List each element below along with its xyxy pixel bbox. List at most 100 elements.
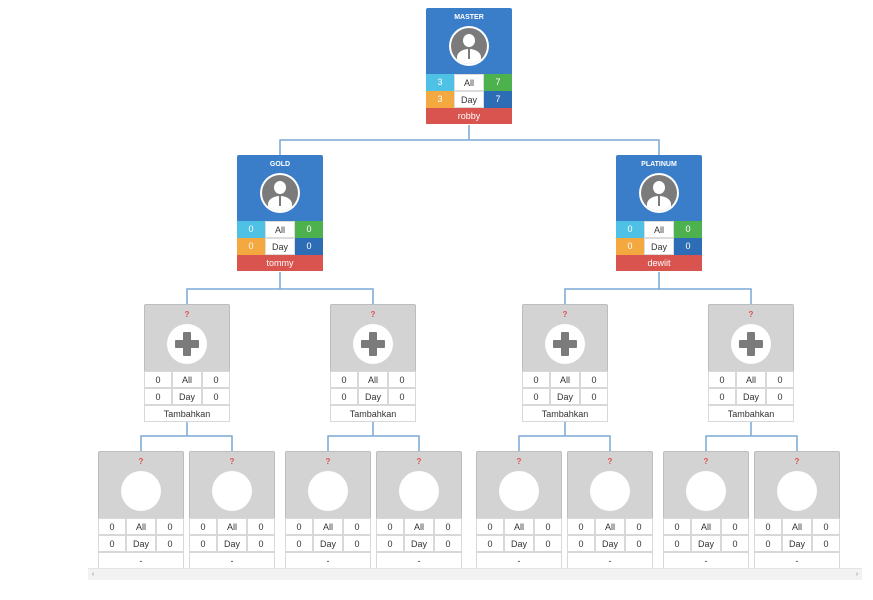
left-all-count: 0 [522, 371, 550, 388]
day-stats-row: 0 Day 0 [476, 535, 562, 552]
day-label: Day [404, 535, 434, 552]
empty-avatar-icon [777, 471, 817, 511]
empty-member-slot: ? 0 All 0 0 Day 0 - [567, 451, 653, 569]
add-member-slot[interactable]: ? 0 All 0 0 Day 0 Tambahkan [522, 304, 608, 422]
right-day-count: 0 [343, 535, 371, 552]
all-stats-row: 3 All 7 [426, 74, 512, 91]
right-all-count: 0 [247, 518, 275, 535]
right-all-count: 0 [434, 518, 462, 535]
user-avatar-icon [639, 173, 679, 213]
node-header: ? [330, 304, 416, 371]
right-all-count: 0 [295, 221, 323, 238]
left-all-count: 0 [376, 518, 404, 535]
left-all-count: 0 [708, 371, 736, 388]
left-all-count: 0 [567, 518, 595, 535]
empty-avatar-icon [399, 471, 439, 511]
add-member-slot[interactable]: ? 0 All 0 0 Day 0 Tambahkan [708, 304, 794, 422]
tree-node-right[interactable]: PLATINUM 0 All 0 0 Day 0 dewiit [616, 155, 702, 271]
day-label: Day [454, 91, 484, 108]
left-day-count: 0 [476, 535, 504, 552]
add-member-link[interactable]: Tambahkan [330, 405, 416, 422]
right-all-count: 0 [534, 518, 562, 535]
all-label: All [126, 518, 156, 535]
member-name[interactable]: robby [426, 108, 512, 124]
all-label: All [265, 221, 295, 238]
member-name-placeholder: - [476, 552, 562, 569]
day-stats-row: 0 Day 0 [616, 238, 702, 255]
day-stats-row: 0 Day 0 [567, 535, 653, 552]
node-header: ? [708, 304, 794, 371]
day-label: Day [736, 388, 766, 405]
member-name-placeholder: - [189, 552, 275, 569]
member-name-placeholder: - [285, 552, 371, 569]
right-day-count: 0 [295, 238, 323, 255]
right-day-count: 0 [625, 535, 653, 552]
empty-member-slot: ? 0 All 0 0 Day 0 - [189, 451, 275, 569]
empty-member-slot: ? 0 All 0 0 Day 0 - [663, 451, 749, 569]
node-header: GOLD [237, 155, 323, 221]
empty-slot-mark: ? [703, 457, 709, 466]
add-member-link[interactable]: Tambahkan [522, 405, 608, 422]
day-label: Day [313, 535, 343, 552]
empty-avatar-icon [686, 471, 726, 511]
empty-slot-mark: ? [370, 310, 376, 319]
day-stats-row: 0 Day 0 [189, 535, 275, 552]
all-stats-row: 0 All 0 [285, 518, 371, 535]
left-day-count: 0 [616, 238, 644, 255]
right-all-count: 7 [484, 74, 512, 91]
user-avatar-icon [260, 173, 300, 213]
left-day-count: 0 [237, 238, 265, 255]
empty-avatar-icon [212, 471, 252, 511]
empty-slot-mark: ? [325, 457, 331, 466]
right-all-count: 0 [202, 371, 230, 388]
add-member-link[interactable]: Tambahkan [708, 405, 794, 422]
day-stats-row: 0 Day 0 [708, 388, 794, 405]
empty-slot-mark: ? [562, 310, 568, 319]
tree-node-root[interactable]: MASTER 3 All 7 3 Day 7 robby [426, 8, 512, 124]
all-stats-row: 0 All 0 [616, 221, 702, 238]
node-tier-label: GOLD [269, 161, 291, 168]
right-day-count: 0 [388, 388, 416, 405]
left-all-count: 0 [285, 518, 313, 535]
day-stats-row: 3 Day 7 [426, 91, 512, 108]
add-plus-icon[interactable] [545, 324, 585, 364]
right-day-count: 0 [156, 535, 184, 552]
left-all-count: 3 [426, 74, 454, 91]
member-name[interactable]: dewiit [616, 255, 702, 271]
right-all-count: 0 [156, 518, 184, 535]
node-header: ? [754, 451, 840, 518]
all-stats-row: 0 All 0 [189, 518, 275, 535]
member-name-placeholder: - [567, 552, 653, 569]
add-member-slot[interactable]: ? 0 All 0 0 Day 0 Tambahkan [144, 304, 230, 422]
day-label: Day [550, 388, 580, 405]
left-day-count: 3 [426, 91, 454, 108]
day-stats-row: 0 Day 0 [376, 535, 462, 552]
add-member-slot[interactable]: ? 0 All 0 0 Day 0 Tambahkan [330, 304, 416, 422]
left-day-count: 0 [285, 535, 313, 552]
add-plus-icon[interactable] [353, 324, 393, 364]
left-all-count: 0 [754, 518, 782, 535]
day-label: Day [358, 388, 388, 405]
horizontal-scrollbar[interactable]: ‹ › [88, 568, 862, 580]
node-header: PLATINUM [616, 155, 702, 221]
tree-node-left[interactable]: GOLD 0 All 0 0 Day 0 tommy [237, 155, 323, 271]
add-member-link[interactable]: Tambahkan [144, 405, 230, 422]
node-header: ? [98, 451, 184, 518]
add-plus-icon[interactable] [731, 324, 771, 364]
member-name[interactable]: tommy [237, 255, 323, 271]
day-stats-row: 0 Day 0 [98, 535, 184, 552]
left-day-count: 0 [567, 535, 595, 552]
empty-slot-mark: ? [516, 457, 522, 466]
left-all-count: 0 [476, 518, 504, 535]
scroll-right-icon[interactable]: › [855, 571, 859, 578]
right-day-count: 0 [812, 535, 840, 552]
add-plus-icon[interactable] [167, 324, 207, 364]
empty-slot-mark: ? [607, 457, 613, 466]
all-stats-row: 0 All 0 [144, 371, 230, 388]
right-day-count: 0 [434, 535, 462, 552]
empty-member-slot: ? 0 All 0 0 Day 0 - [376, 451, 462, 569]
scroll-left-icon[interactable]: ‹ [91, 571, 95, 578]
all-label: All [644, 221, 674, 238]
left-all-count: 0 [189, 518, 217, 535]
node-header: ? [476, 451, 562, 518]
